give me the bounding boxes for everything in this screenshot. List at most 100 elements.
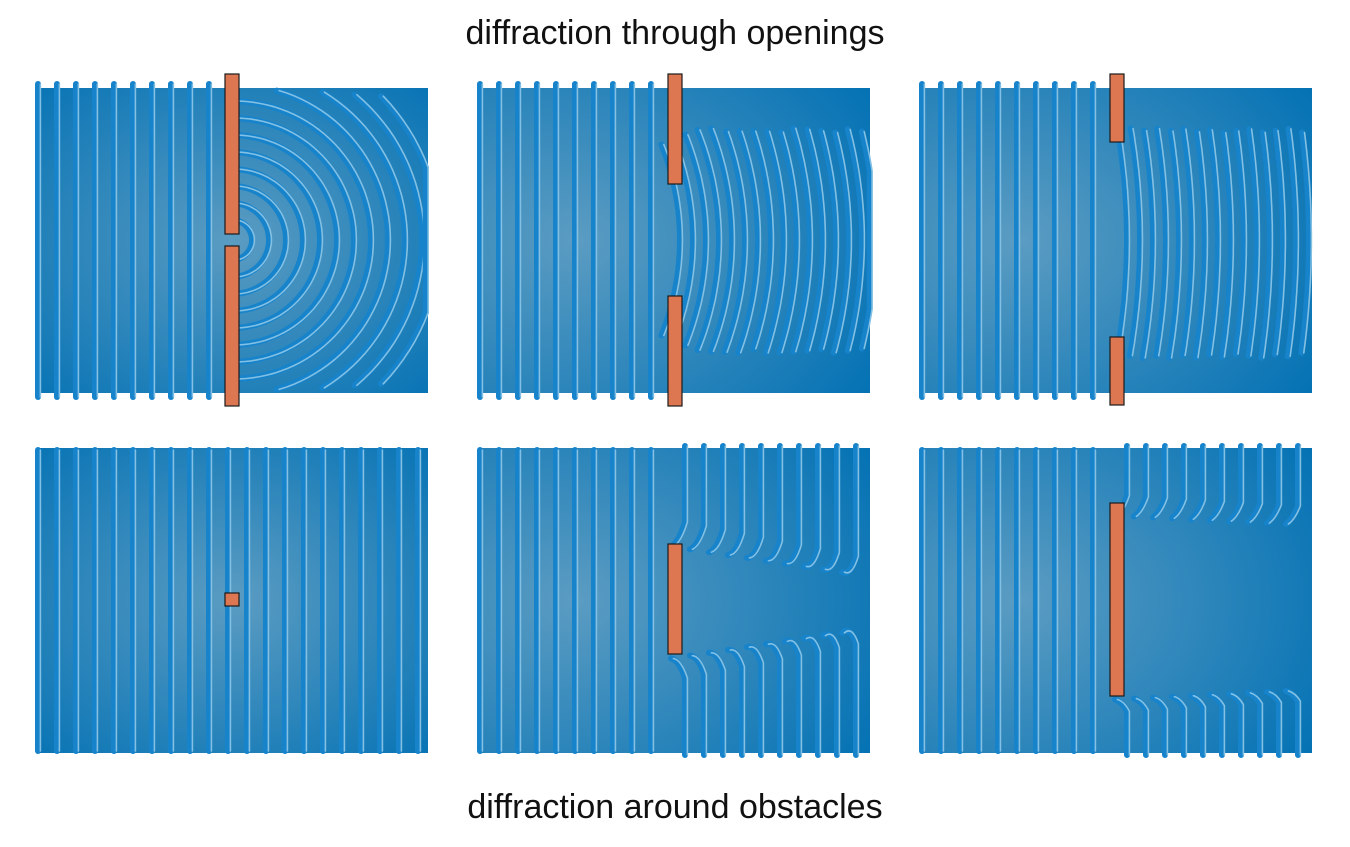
upper-crest-8	[1264, 443, 1282, 527]
upper-crest-3	[1169, 443, 1187, 522]
upper-crest-4-highlight	[748, 445, 765, 559]
obstacle	[1109, 502, 1125, 697]
diffracted-arc-3	[231, 166, 307, 314]
lower-crest-1-highlight	[1135, 697, 1150, 756]
upper-crest-2-highlight	[710, 445, 727, 553]
upper-crest-9	[1283, 443, 1301, 528]
lower-crest-6-highlight	[786, 639, 803, 756]
diffracted-arc-15	[858, 128, 873, 352]
lower-crest-6	[1226, 690, 1244, 758]
diffracted-arc-9-highlight	[323, 91, 409, 389]
diffracted-arc-7	[233, 98, 375, 382]
upper-crest-8-highlight	[824, 445, 841, 571]
upper-crest-8-highlight	[1268, 445, 1283, 524]
diffracted-arc-2-highlight	[687, 133, 710, 347]
panel-small-opening	[35, 73, 430, 407]
diffracted-arc-11-highlight	[1262, 131, 1274, 359]
lower-crest-3-highlight	[729, 649, 746, 756]
diffracted-arc-3	[694, 126, 722, 354]
diffracted-arc-11-highlight	[382, 95, 430, 385]
barrier-lower	[224, 245, 240, 407]
diffracted-arc-1-highlight	[234, 202, 273, 278]
lower-crest-0	[1112, 696, 1130, 758]
diffracted-arc-13	[1284, 125, 1299, 360]
lower-crest-0-highlight	[672, 657, 689, 756]
upper-crest-7	[1245, 443, 1263, 526]
upper-crest-2-highlight	[1154, 445, 1169, 519]
diffracted-arc-4-highlight	[236, 151, 324, 329]
obstacle	[667, 543, 683, 655]
lower-crest-2	[1150, 694, 1168, 758]
lower-crest-0	[668, 655, 688, 758]
diffracted-arc-0-highlight	[1118, 129, 1131, 359]
diffracted-arc-1-highlight	[1131, 127, 1144, 357]
diffracted-arc-10-highlight	[1250, 128, 1261, 357]
diffracted-arc-13-highlight	[1289, 128, 1300, 358]
upper-crest-6-highlight	[1230, 445, 1245, 522]
obstacle	[224, 592, 240, 607]
lower-crest-8	[1264, 688, 1282, 758]
diffracted-arc-3-highlight	[236, 168, 307, 312]
diffracted-arc-7	[750, 128, 774, 352]
diffracted-arc-7-highlight	[238, 100, 375, 380]
diffracted-arc-8-highlight	[1223, 132, 1235, 358]
diffracted-arc-13-highlight	[835, 131, 853, 354]
diffracted-arc-5-highlight	[726, 130, 749, 353]
diffracted-arc-11	[1258, 129, 1273, 361]
diffracted-arc-2	[682, 131, 709, 349]
diffracted-arc-2-highlight	[1144, 129, 1157, 359]
diffracted-arc-4-highlight	[712, 127, 736, 353]
diffracted-arc-8	[1219, 129, 1234, 360]
lower-crest-9-highlight	[1287, 690, 1302, 756]
diffracted-arc-15-highlight	[863, 130, 873, 350]
diffracted-arc-0	[1113, 127, 1130, 361]
diffracted-arc-8	[762, 128, 787, 356]
diffracted-arc-14	[844, 126, 865, 354]
diffracted-arc-14	[1298, 129, 1312, 356]
diffracted-arc-1	[1127, 125, 1143, 359]
diffracted-arc-6-highlight	[237, 117, 358, 363]
lower-crest-5-highlight	[1211, 693, 1226, 756]
upper-crest-2	[1150, 443, 1168, 521]
upper-crest-9	[839, 443, 859, 576]
barrier-lower	[1109, 336, 1125, 406]
upper-crest-1	[1131, 443, 1149, 520]
lower-crest-5-highlight	[767, 642, 784, 756]
diffracted-arc-3-highlight	[1157, 127, 1170, 357]
panel-large-obstacle	[919, 443, 1312, 758]
lower-crest-4	[1188, 692, 1206, 758]
lower-crest-3-highlight	[1173, 695, 1188, 756]
upper-crest-9-highlight	[843, 445, 860, 574]
diffracted-arc-10-highlight	[795, 127, 814, 353]
diffracted-arc-14-highlight	[1303, 131, 1313, 354]
diffracted-arc-12-highlight	[822, 130, 840, 350]
upper-crest-4	[744, 443, 764, 561]
diffracted-arc-4	[708, 125, 735, 355]
diffracted-arc-1	[230, 200, 272, 280]
upper-crest-1	[687, 443, 707, 553]
diffracted-arc-9	[319, 89, 409, 391]
diffracted-arc-6-highlight	[1197, 131, 1209, 359]
upper-crest-3	[725, 443, 745, 559]
upper-crest-5	[1207, 443, 1225, 524]
lower-crest-7-highlight	[1249, 692, 1264, 756]
panel-large-opening	[919, 73, 1313, 406]
lower-crest-9-highlight	[843, 630, 860, 756]
diffracted-arc-9	[1232, 128, 1247, 357]
diffracted-arc-1-highlight	[675, 138, 697, 342]
upper-crest-3-highlight	[1173, 445, 1188, 520]
diffracted-arc-5-highlight	[1184, 128, 1196, 357]
upper-crest-9-highlight	[1287, 445, 1302, 525]
diffracted-arc-10	[351, 91, 426, 389]
diffracted-arc-2-highlight	[235, 185, 290, 295]
panels-layer	[35, 73, 1313, 758]
panel-small-obstacle	[35, 447, 428, 754]
diffracted-arc-9-highlight	[781, 131, 801, 354]
diffracted-arc-5	[721, 128, 748, 356]
lower-crest-2-highlight	[710, 652, 727, 756]
diffracted-arc-3-highlight	[699, 129, 723, 351]
diffracted-arc-6	[735, 128, 761, 356]
diffracted-arc-0	[229, 217, 255, 263]
panel-medium-obstacle	[477, 443, 870, 758]
